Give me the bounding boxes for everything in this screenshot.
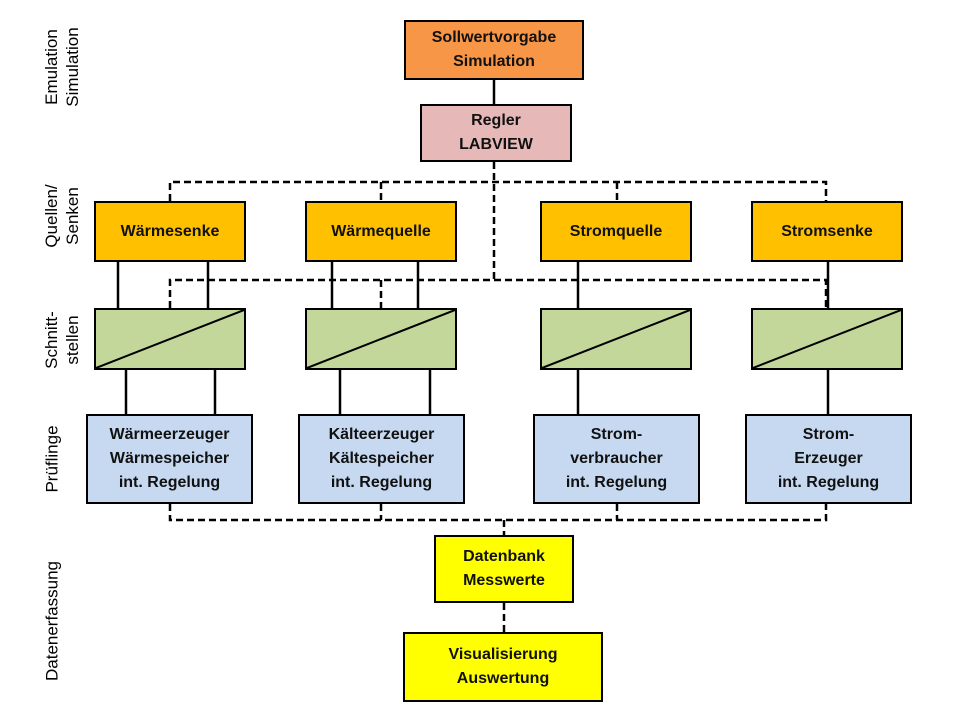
heat-generator-line3: int. Regelung	[118, 474, 221, 491]
setpoint-line2: Simulation	[453, 53, 535, 70]
cold-generator-line3: int. Regelung	[330, 474, 433, 491]
row-label-interfaces-line2: stellen	[63, 315, 82, 365]
power-source-label: Stromquelle	[569, 222, 663, 240]
controller-line2: LABVIEW	[459, 136, 533, 153]
visualization-line2: Auswertung	[456, 670, 550, 687]
row-label-emulation-line1: Emulation	[42, 29, 61, 105]
heat-sink-box: Wärmesenke	[94, 201, 246, 262]
power-generator-line2: Erzeuger	[794, 450, 863, 467]
solid-connectors	[116, 80, 830, 414]
visualization-line1: Visualisierung	[448, 646, 558, 663]
power-sink-label: Stromsenke	[781, 222, 873, 240]
row-label-data-line1: Datenerfassung	[42, 560, 62, 682]
interface-converter-1	[94, 308, 246, 370]
converter-diagonal-icon	[542, 310, 690, 368]
power-generator-box: Strom- Erzeuger int. Regelung	[745, 414, 912, 504]
converter-diagonal-icon	[307, 310, 455, 368]
row-label-emulation-line2: Simulation	[63, 27, 82, 107]
power-consumer-line1: Strom-	[590, 426, 643, 443]
database-line2: Messwerte	[463, 572, 545, 589]
heat-generator-line1: Wärmeerzeuger	[109, 426, 230, 443]
cold-generator-line2: Kältespeicher	[329, 450, 434, 467]
power-source-box: Stromquelle	[540, 201, 692, 262]
interface-converter-2	[305, 308, 457, 370]
dashed-connectors	[168, 162, 828, 632]
power-generator-line3: int. Regelung	[777, 474, 880, 491]
power-generator-line1: Strom-	[802, 426, 855, 443]
row-label-interfaces-line1: Schnitt-	[42, 311, 61, 369]
heat-source-box: Wärmequelle	[305, 201, 457, 262]
converter-diagonal-icon	[753, 310, 901, 368]
controller-line1: Regler	[471, 112, 521, 129]
row-label-sources-line1: Quellen/	[42, 184, 61, 248]
heat-source-label: Wärmequelle	[331, 222, 431, 240]
power-sink-box: Stromsenke	[751, 201, 903, 262]
interface-converter-3	[540, 308, 692, 370]
power-consumer-box: Strom-verbraucher int. Regelung	[533, 414, 700, 504]
cold-generator-line1: Kälteerzeuger	[328, 426, 435, 443]
heat-sink-label: Wärmesenke	[120, 222, 220, 240]
database-line1: Datenbank	[463, 548, 545, 565]
power-consumer-line2: verbraucher	[570, 450, 663, 467]
row-label-dut-line1: Prüflinge	[42, 425, 62, 493]
heat-generator-line2: Wärmespeicher	[109, 450, 230, 467]
converter-diagonal-icon	[96, 310, 244, 368]
power-consumer-line3: int. Regelung	[565, 474, 668, 491]
setpoint-line1: Sollwertvorgabe	[431, 29, 557, 46]
interface-converter-4	[751, 308, 903, 370]
row-label-sources-line2: Senken	[63, 187, 82, 245]
